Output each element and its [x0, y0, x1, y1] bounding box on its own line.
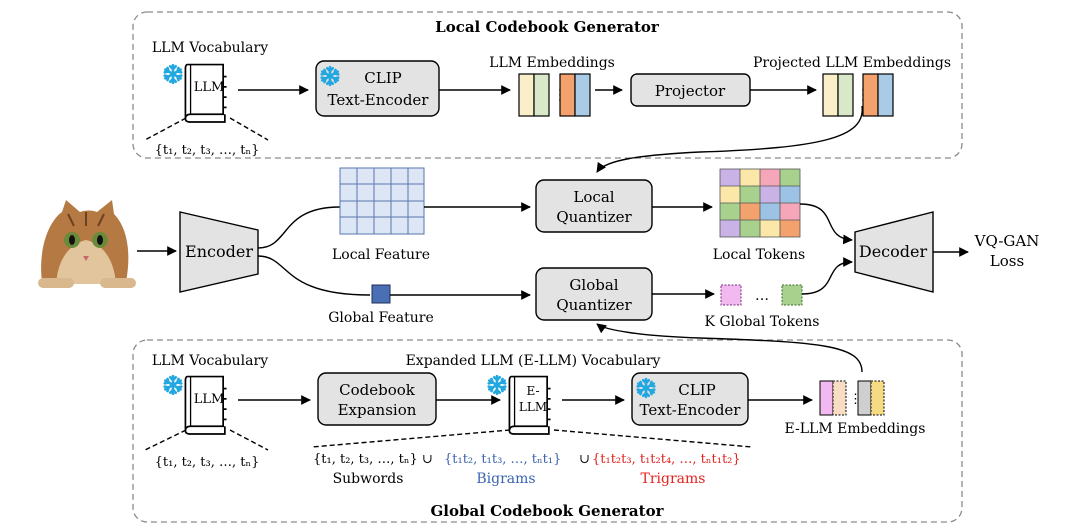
- ellm-spread-left: [311, 429, 511, 448]
- clip-label: CLIP: [364, 69, 401, 87]
- arrow-global-tokens-to-decoder: [801, 257, 853, 295]
- bigrams-set: {t₁t₂, t₁t₃, …, tₙt₁}: [444, 452, 561, 467]
- local-quantizer-label-2: Quantizer: [556, 208, 632, 226]
- projector-label: Projector: [655, 82, 726, 100]
- local-book-label: LLM: [194, 80, 225, 95]
- global-text-encoder-label: Text-Encoder: [640, 401, 742, 419]
- snowflake-icon: [163, 63, 183, 85]
- ellm-embeddings: ⋮: [819, 380, 885, 416]
- bigrams-label: Bigrams: [476, 471, 535, 487]
- trigrams-set: {t₁t₂t₃, t₁t₂t₄, …, tₙt₁t₂}: [592, 452, 741, 467]
- ellm-embeddings-label: E-LLM Embeddings: [785, 421, 926, 437]
- text-encoder-label: Text-Encoder: [328, 91, 430, 109]
- global-quantizer-label-2: Quantizer: [556, 296, 632, 314]
- global-tokens-dots: …: [755, 288, 769, 304]
- loss-label-2: Loss: [990, 252, 1024, 270]
- local-tokens-grid: [719, 168, 801, 238]
- encoder-label: Encoder: [185, 242, 253, 261]
- subwords-set: {t₁, t₂, t₃, …, tₙ} ∪: [313, 452, 433, 467]
- global-vocab-spread-left: [144, 429, 187, 451]
- codebook-expansion-label-1: Codebook: [339, 381, 416, 399]
- loss-label-1: VQ-GAN: [974, 232, 1040, 250]
- local-tokens-label: Local Tokens: [713, 247, 806, 263]
- global-feature-label: Global Feature: [328, 310, 434, 326]
- global-clip-label: CLIP: [678, 381, 715, 399]
- decoder-label: Decoder: [859, 242, 928, 261]
- local-generator-title: Local Codebook Generator: [435, 18, 660, 36]
- projected-llm-embeddings: ⋮: [822, 73, 894, 117]
- llm-embeddings: ⋮: [518, 73, 591, 117]
- ellm-book-label-2: LLM: [519, 400, 547, 414]
- encoder-to-global-feature-path: [257, 255, 371, 296]
- global-vocab-label: LLM Vocabulary: [152, 353, 268, 369]
- snowflake-icon: [487, 374, 507, 396]
- trigrams-label: Trigrams: [641, 471, 706, 487]
- arrow-ellm-embeddings-to-global-quantizer: [596, 323, 863, 373]
- encoder-block: [179, 211, 259, 293]
- llm-embeddings-label: LLM Embeddings: [489, 55, 615, 71]
- ellm-book-label-1: E-: [526, 384, 539, 398]
- local-vocab-set: {t₁, t₂, t₃, …, tₙ}: [155, 143, 260, 158]
- global-book-label: LLM: [194, 392, 225, 407]
- local-quantizer-box: [535, 179, 653, 233]
- local-vocab-label: LLM Vocabulary: [152, 40, 268, 56]
- ellm-spread-right: [553, 429, 753, 448]
- global-tokens: [720, 284, 803, 306]
- global-quantizer-label-1: Global: [569, 276, 618, 294]
- subwords-label: Subwords: [333, 471, 404, 487]
- decoder-block: [854, 211, 934, 293]
- local-feature-label: Local Feature: [332, 247, 430, 263]
- global-vocab-spread-right: [229, 429, 269, 451]
- vocab-spread-right: [229, 117, 269, 141]
- local-feature-grid: [339, 167, 425, 235]
- arrow-projected-to-local-quantizer: [596, 105, 863, 173]
- cat-image: [38, 200, 136, 288]
- global-codebook-generator-frame: [132, 339, 963, 523]
- global-tokens-label: K Global Tokens: [705, 314, 820, 330]
- ellm-vocab-title: Expanded LLM (E-LLM) Vocabulary: [406, 353, 661, 369]
- arrow-local-tokens-to-decoder: [799, 203, 853, 245]
- local-codebook-generator-frame: [132, 11, 963, 159]
- vocab-spread-left: [144, 117, 187, 141]
- global-clip-text-encoder-box: [631, 372, 749, 426]
- codebook-expansion-box: [317, 372, 437, 426]
- clip-text-encoder-box: [315, 60, 440, 117]
- encoder-to-local-feature-path: [257, 206, 341, 249]
- global-feature-block: [371, 284, 391, 304]
- projected-embeddings-label: Projected LLM Embeddings: [753, 55, 951, 71]
- local-quantizer-label-1: Local: [573, 188, 614, 206]
- snowflake-icon: [163, 374, 183, 396]
- codebook-expansion-label-2: Expansion: [338, 401, 417, 419]
- union-symbol: ∪: [579, 452, 590, 467]
- global-generator-title: Global Codebook Generator: [431, 502, 665, 520]
- global-vocab-set: {t₁, t₂, t₃, …, tₙ}: [155, 455, 260, 470]
